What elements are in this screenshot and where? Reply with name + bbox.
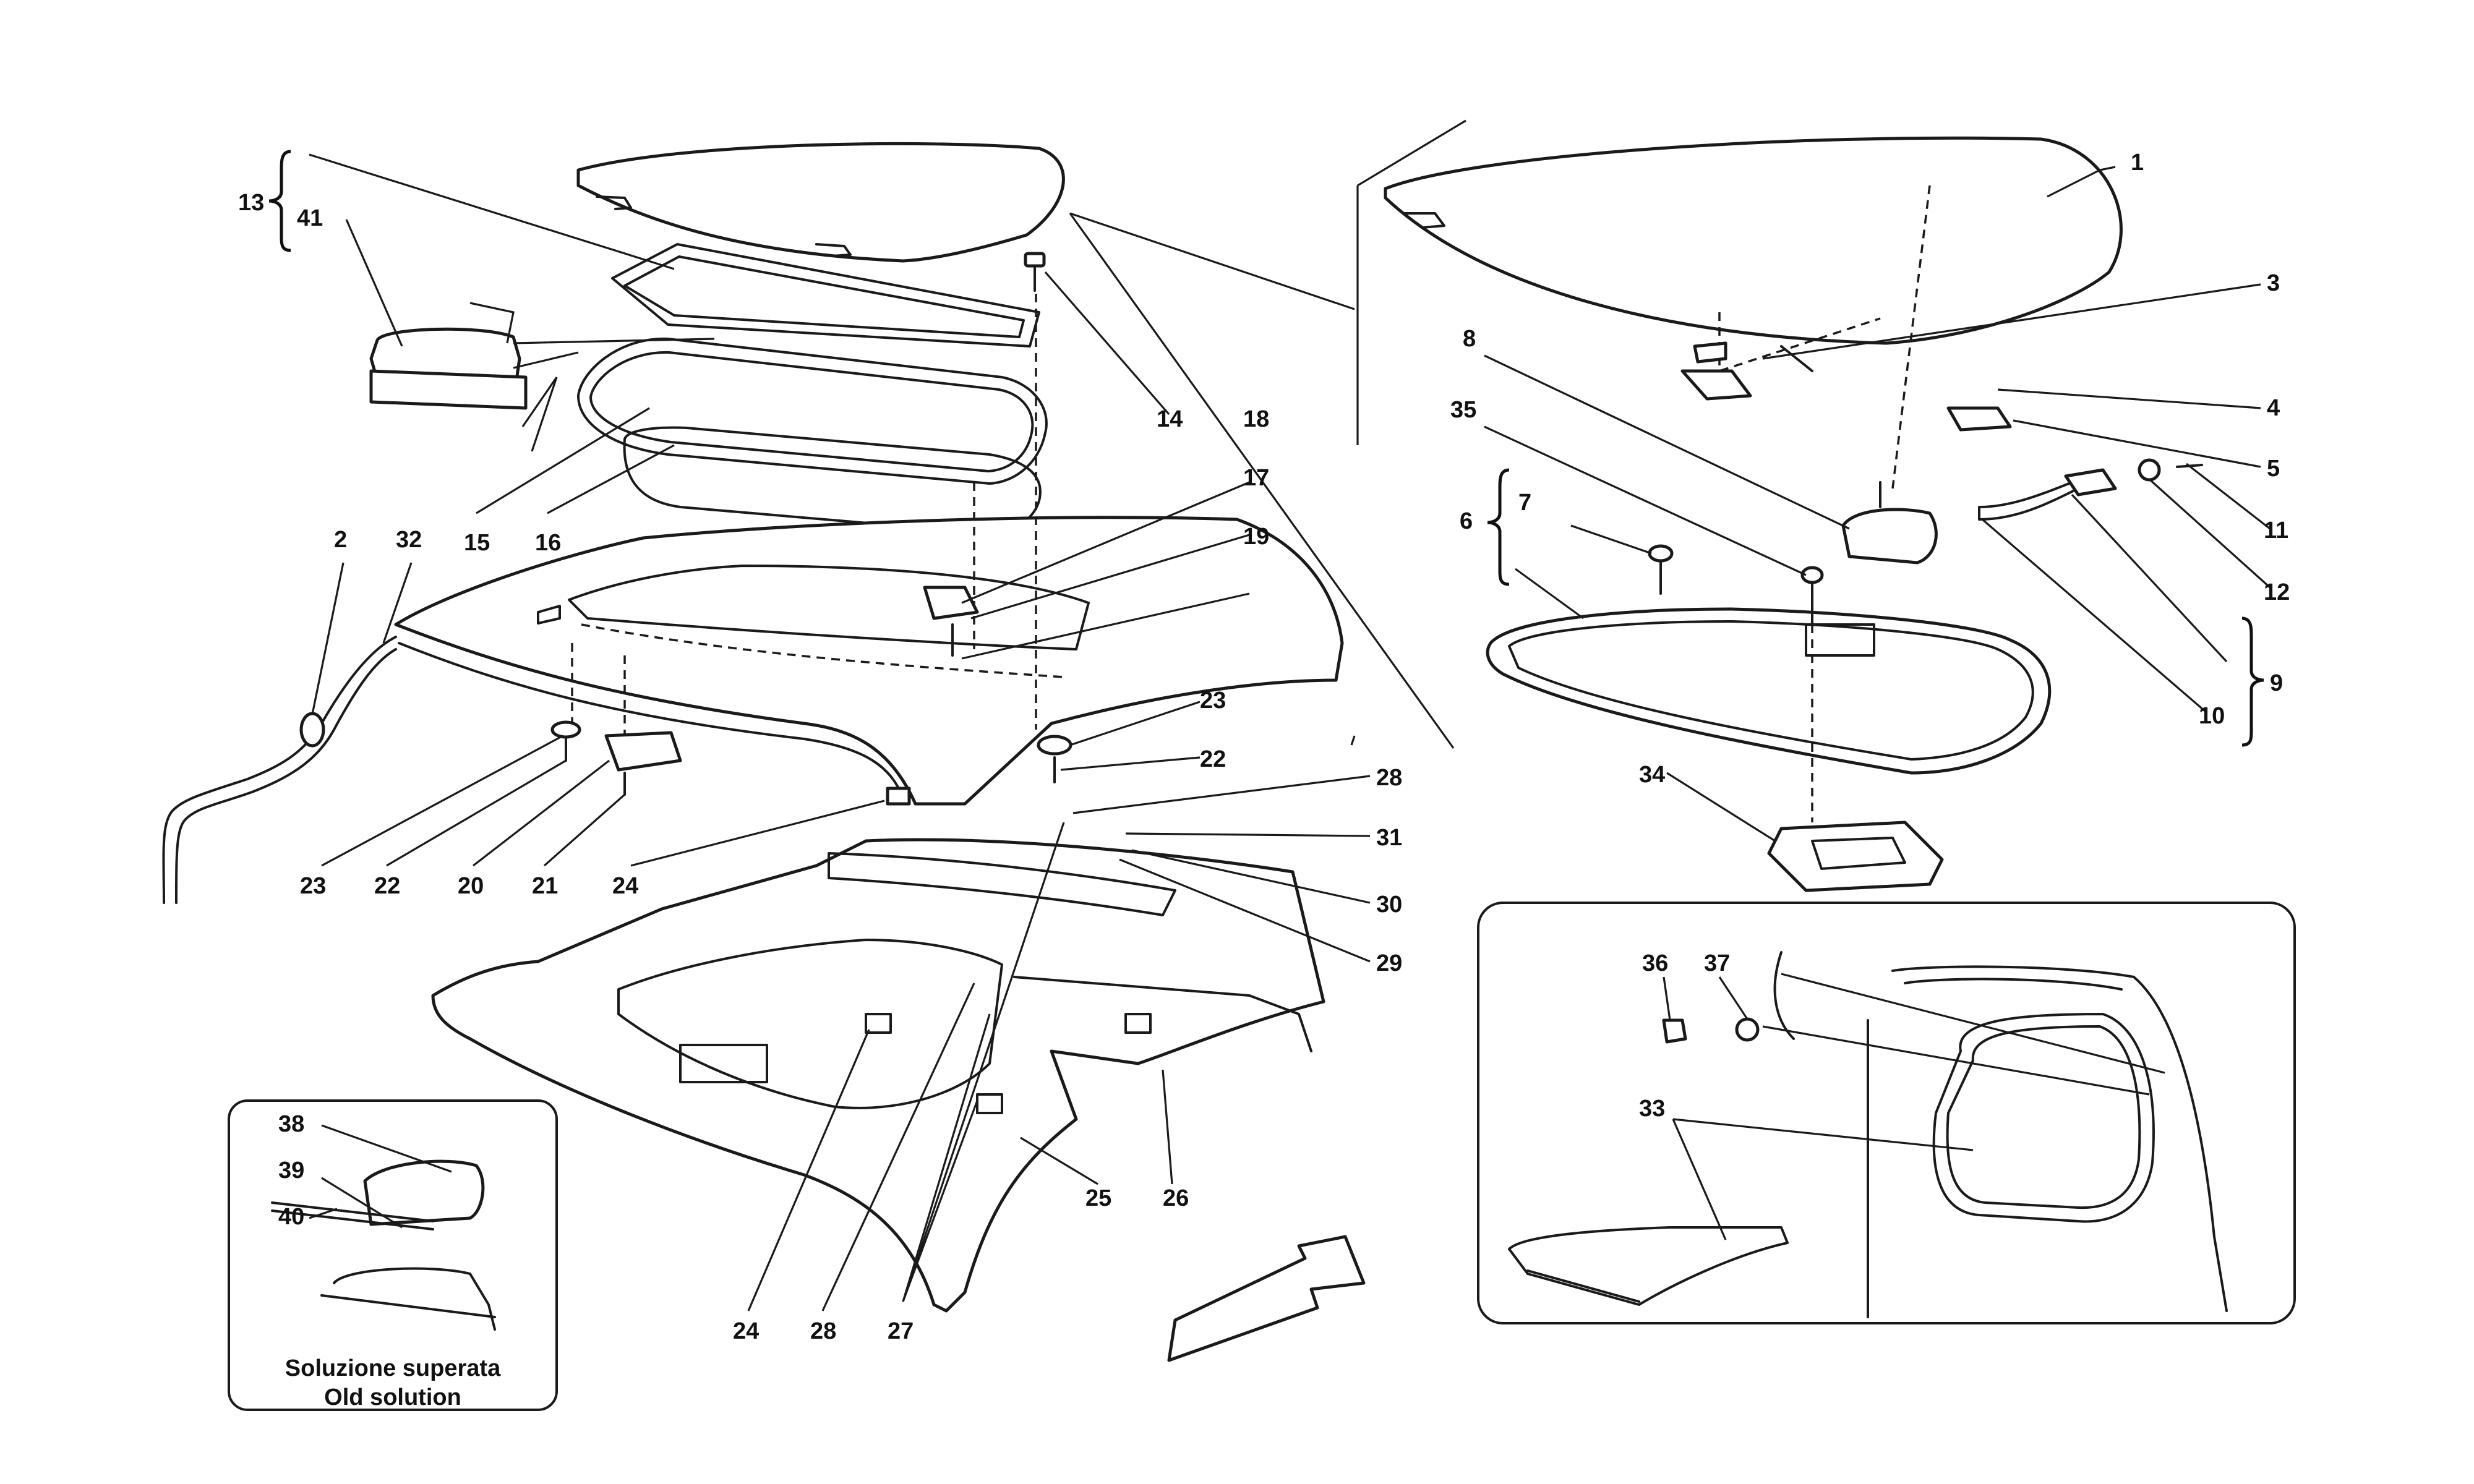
callout-15: 15 <box>464 530 490 556</box>
callout-34: 34 <box>1639 762 1665 788</box>
headliner-25-26 <box>431 838 1325 1313</box>
callout-21: 21 <box>532 873 558 899</box>
callout-28-top: 28 <box>1376 765 1402 791</box>
callout-31: 31 <box>1376 825 1402 851</box>
seal-15 <box>577 337 1048 485</box>
roof-panel-upper-left <box>576 142 1065 263</box>
roof-shell <box>394 516 1344 806</box>
inner-panel-6 <box>1486 607 2052 775</box>
callout-37: 37 <box>1704 950 1730 976</box>
callout-28-bottom: 28 <box>810 1318 836 1344</box>
callout-30: 30 <box>1376 892 1402 918</box>
callout-24-top: 24 <box>612 873 638 899</box>
callout-12: 12 <box>2264 579 2290 605</box>
inset-caption-line1: Soluzione superata <box>285 1355 501 1381</box>
callout-38: 38 <box>278 1111 304 1137</box>
roof-panel-1 <box>1384 136 2123 489</box>
callout-labels: 1 2 3 4 5 6 7 8 9 10 11 12 13 14 15 16 1… <box>238 150 2290 1344</box>
brace-9 <box>2241 616 2264 747</box>
callout-16: 16 <box>535 530 561 556</box>
roof-frame-13 <box>611 243 1040 348</box>
callout-17: 17 <box>1243 465 1269 491</box>
callout-8: 8 <box>1463 326 1476 352</box>
hinge-3-4-5 <box>1680 341 2012 432</box>
callout-40: 40 <box>278 1204 304 1230</box>
callout-10: 10 <box>2199 703 2225 729</box>
direction-arrow <box>1167 1235 1366 1362</box>
callout-3: 3 <box>2267 270 2280 296</box>
callout-4: 4 <box>2267 395 2280 421</box>
callout-6: 6 <box>1460 508 1473 534</box>
inset-old-solution <box>228 1099 558 1411</box>
callout-24-bottom: 24 <box>733 1318 759 1344</box>
callout-22-left: 22 <box>374 873 400 899</box>
inset-caption-line2: Old solution <box>324 1384 461 1410</box>
cover-34 <box>1767 821 1944 892</box>
inset-interior <box>1477 902 2296 1324</box>
callout-1: 1 <box>2131 150 2144 176</box>
latch-cover-41 <box>369 327 528 410</box>
callout-36: 36 <box>1642 950 1668 976</box>
brace-6-7 <box>1487 468 1510 586</box>
callout-14: 14 <box>1157 406 1183 432</box>
callout-35: 35 <box>1450 397 1476 423</box>
seal-16 <box>623 426 1042 535</box>
latch-rod-9 <box>1978 458 2203 521</box>
leader-lines <box>309 119 2271 1311</box>
callout-41: 41 <box>297 205 323 231</box>
callout-29: 29 <box>1376 950 1402 976</box>
callout-25: 25 <box>1085 1185 1111 1211</box>
fasteners-right <box>1648 544 1824 822</box>
callout-39: 39 <box>278 1158 304 1183</box>
callout-23-left: 23 <box>300 873 326 899</box>
lock-8 <box>1841 481 1938 565</box>
callout-7: 7 <box>1518 490 1531 516</box>
callout-19: 19 <box>1243 524 1269 550</box>
assembly-dash-lines <box>571 294 1064 736</box>
callout-5: 5 <box>2267 456 2280 482</box>
callout-33: 33 <box>1639 1096 1665 1122</box>
callout-2: 2 <box>334 527 347 553</box>
brace-13-41 <box>268 150 291 252</box>
callout-13: 13 <box>238 190 264 216</box>
callout-27: 27 <box>888 1318 914 1344</box>
fasteners-left <box>550 252 1072 806</box>
drain-pipe-2 <box>162 636 397 904</box>
callout-20: 20 <box>458 873 484 899</box>
callout-32: 32 <box>396 527 422 553</box>
callout-26: 26 <box>1163 1185 1189 1211</box>
callout-18: 18 <box>1243 406 1269 432</box>
callout-9: 9 <box>2270 670 2283 696</box>
callout-23-right: 23 <box>1200 688 1226 714</box>
callout-22-right: 22 <box>1200 746 1226 772</box>
callout-11: 11 <box>2264 518 2288 544</box>
